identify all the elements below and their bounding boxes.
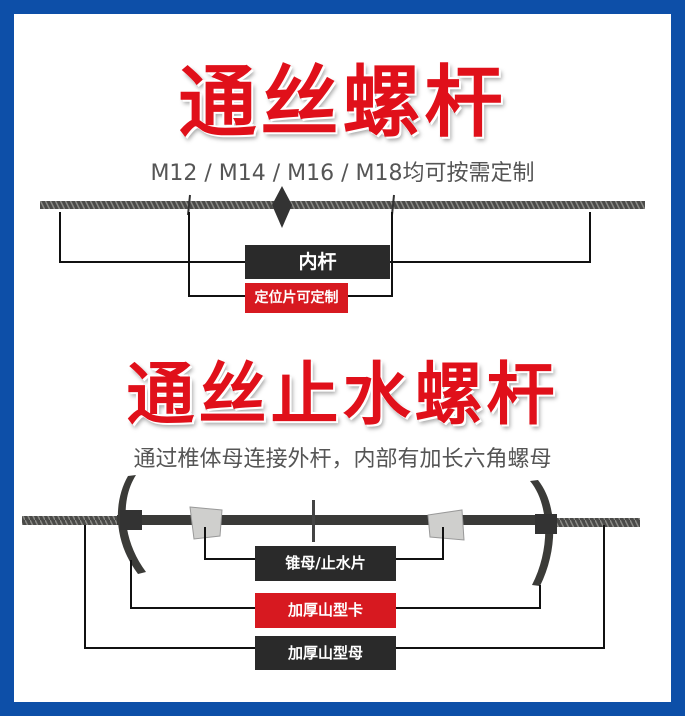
section1-title: 通丝螺杆: [178, 58, 507, 148]
waterstop-rod: [22, 475, 640, 586]
label-positioning-plate: 定位片可定制: [245, 283, 348, 313]
threaded-rod: [40, 186, 645, 228]
label-inner-rod: 内杆: [245, 245, 390, 279]
section2-subtitle: 通过椎体母连接外杆，内部有加长六角螺母: [133, 447, 552, 472]
content-panel: [14, 14, 671, 702]
label-nut: 加厚山型母: [255, 636, 396, 670]
section2-title: 通丝止水螺杆: [126, 356, 559, 435]
callout-lines-2: [84, 525, 605, 649]
label-cone-nut: 锥母/止水片: [255, 546, 396, 581]
callout-lines-1: [59, 212, 591, 297]
section1-subtitle: M12 / M14 / M16 / M18均可按需定制: [150, 161, 535, 186]
label-clip: 加厚山型卡: [255, 593, 396, 628]
